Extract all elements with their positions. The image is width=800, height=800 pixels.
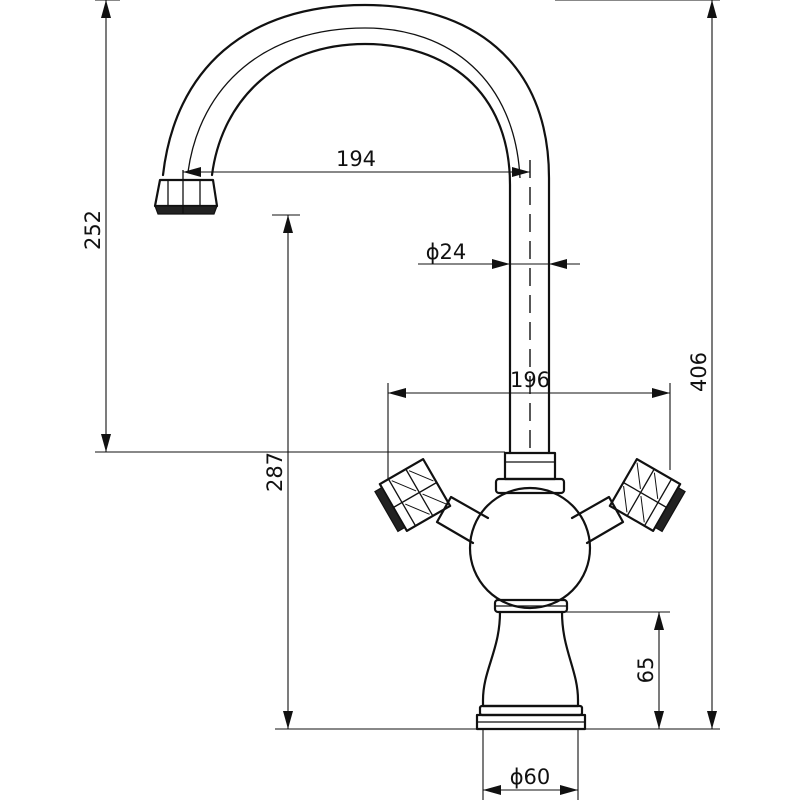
spout-collar [494,451,566,495]
left-handle [374,458,490,545]
spout-inner-curve [210,42,512,455]
spout-outer-curve [161,3,551,455]
dim-406 [707,0,717,729]
label-outlet-height: 287 [263,452,287,492]
dim-196 [388,388,670,398]
label-spout-height: 252 [81,210,105,250]
spout-middle-line [187,27,521,179]
dim-194 [183,167,530,177]
dim-65 [654,612,664,729]
label-handle-span: 196 [510,368,550,392]
label-spout-reach: 194 [336,147,376,171]
label-total-height: 406 [687,352,711,392]
body-ring [493,598,569,614]
label-base-diameter: ϕ60 [510,765,551,789]
dimension-lines [95,0,720,800]
faucet-outline [153,3,686,731]
pedestal [481,610,580,708]
base-plate [475,704,587,731]
label-base-height: 65 [634,657,658,684]
dim-252 [101,0,111,452]
dim-d60 [483,785,578,795]
right-handle [570,458,686,545]
dimension-labels: 194 ϕ24 196 252 287 406 65 ϕ60 [81,147,711,789]
dim-d24 [418,259,580,269]
label-spout-diameter: ϕ24 [426,240,467,264]
spout-nozzle [153,170,219,215]
body-sphere [468,486,592,610]
dim-287 [283,215,293,729]
